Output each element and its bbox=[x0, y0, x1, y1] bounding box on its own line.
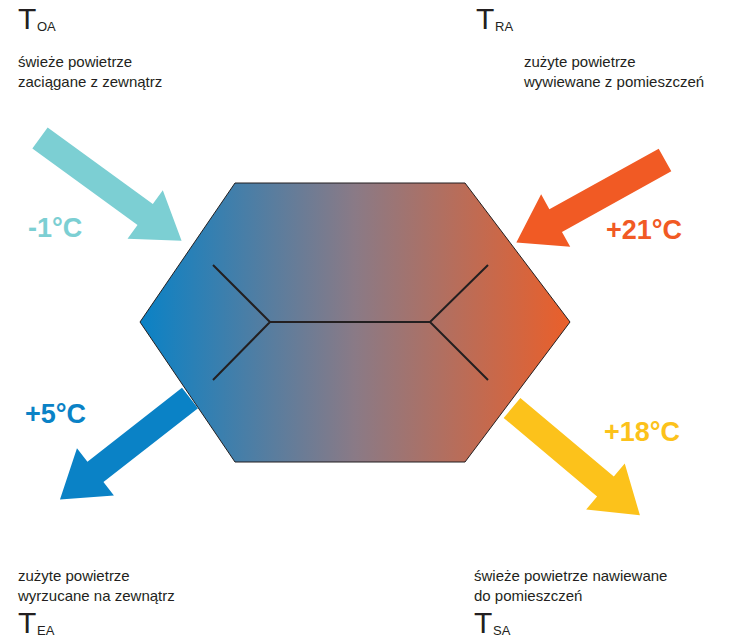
symbol-subscript: EA bbox=[37, 624, 54, 637]
temperature-value: +5°C bbox=[25, 400, 86, 430]
symbol-subscript: OA bbox=[37, 20, 56, 33]
air-description: świeże powietrze zaciągane z zewnątrz bbox=[18, 52, 183, 93]
return-air-arrow bbox=[502, 134, 680, 269]
symbol-letter: T bbox=[18, 608, 36, 638]
symbol-letter: T bbox=[18, 4, 36, 34]
air-description: świeże powietrze nawiewane do pomieszcze… bbox=[474, 566, 669, 607]
symbol-letter: T bbox=[476, 4, 494, 34]
temperature-value: +18°C bbox=[604, 418, 680, 448]
symbol-subscript: SA bbox=[493, 624, 510, 637]
temperature-value: +21°C bbox=[606, 216, 682, 246]
exchanger-channels bbox=[213, 265, 488, 380]
outdoor-air-arrow bbox=[22, 114, 199, 265]
air-description: zużyte powietrze wywiewane z pomieszczeń bbox=[524, 52, 714, 93]
symbol-letter: T bbox=[474, 608, 492, 638]
supply-air-arrow bbox=[493, 385, 659, 538]
exchanger-hexagon bbox=[140, 183, 570, 462]
symbol-subscript: RA bbox=[495, 20, 513, 33]
exhaust-air-arrow bbox=[42, 374, 209, 523]
temperature-value: -1°C bbox=[28, 214, 82, 244]
air-description: zużyte powietrze wyrzucane na zewnątrz bbox=[18, 566, 193, 607]
